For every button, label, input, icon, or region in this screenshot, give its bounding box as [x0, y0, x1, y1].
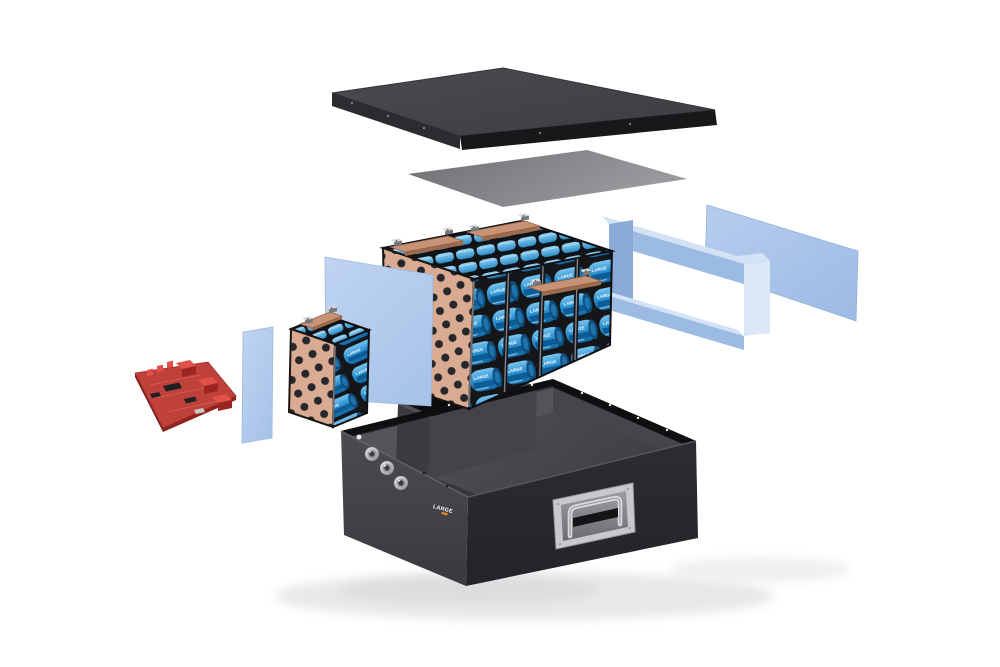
aux-connector [380, 461, 394, 475]
module-column-separators [468, 257, 580, 408]
busbar-plate [298, 311, 344, 329]
case-inner-wall-right [553, 388, 686, 449]
module-strap [332, 345, 336, 426]
pcb-capacitors [147, 360, 173, 377]
pcb-chips [150, 382, 197, 404]
frame-far-post [609, 220, 633, 304]
frame-bottom-bar [609, 296, 744, 350]
logo-text: LARGE [432, 504, 453, 515]
power-connector-2 [394, 476, 408, 490]
frame-post-top [737, 253, 770, 264]
frame-bottom-face [603, 290, 744, 336]
compartment-side [396, 404, 430, 480]
busbar-plate-3 [526, 275, 603, 293]
case-edge-front [467, 440, 697, 498]
carry-handle [552, 482, 636, 550]
case-bolt [422, 471, 426, 475]
top-cover-side-right [460, 110, 717, 150]
frame-top-face [602, 216, 744, 264]
insulation-frame [602, 216, 770, 350]
handle-screws [557, 488, 631, 545]
copper-busbars [388, 213, 603, 296]
indicator-led [356, 434, 362, 440]
top-cover [331, 67, 717, 150]
terminal-tab [518, 213, 529, 221]
metal-enclosure: LARGE [340, 373, 698, 586]
power-connectors [356, 434, 449, 490]
battery-module-small [287, 305, 372, 429]
ground-shadow [275, 558, 850, 620]
copper-busbars [298, 305, 344, 331]
handle-grip [573, 508, 618, 527]
frame-top-bar [609, 224, 744, 284]
rim-band-back-right [553, 379, 696, 449]
shadow-core [340, 576, 600, 604]
busbar-plate-2 [465, 220, 542, 238]
insulation-panel-small [241, 326, 274, 444]
module-copper-plate [287, 327, 337, 429]
frame-near-post [744, 261, 770, 336]
compartment-front [428, 387, 537, 480]
pcb-connector [194, 408, 205, 414]
top-cover-side-left [332, 93, 460, 149]
pcb-relays [176, 360, 232, 411]
busbar-plate-1 [388, 235, 465, 253]
case-logo: LARGE [432, 504, 454, 516]
insulation-pad [408, 150, 687, 207]
bms-protection-board [134, 360, 237, 432]
pcb-edge [163, 396, 236, 432]
shadow-right [670, 558, 850, 582]
case-floor [392, 412, 663, 500]
power-connector-1 [365, 447, 379, 461]
case-face-left [341, 431, 468, 586]
module-cells-face [331, 328, 371, 429]
case-bolt [445, 484, 449, 488]
logo-orange-mark [441, 511, 448, 516]
top-cover-screws [350, 101, 632, 135]
pcb-edge-left [135, 373, 163, 432]
handle-bail-shade [569, 497, 621, 537]
